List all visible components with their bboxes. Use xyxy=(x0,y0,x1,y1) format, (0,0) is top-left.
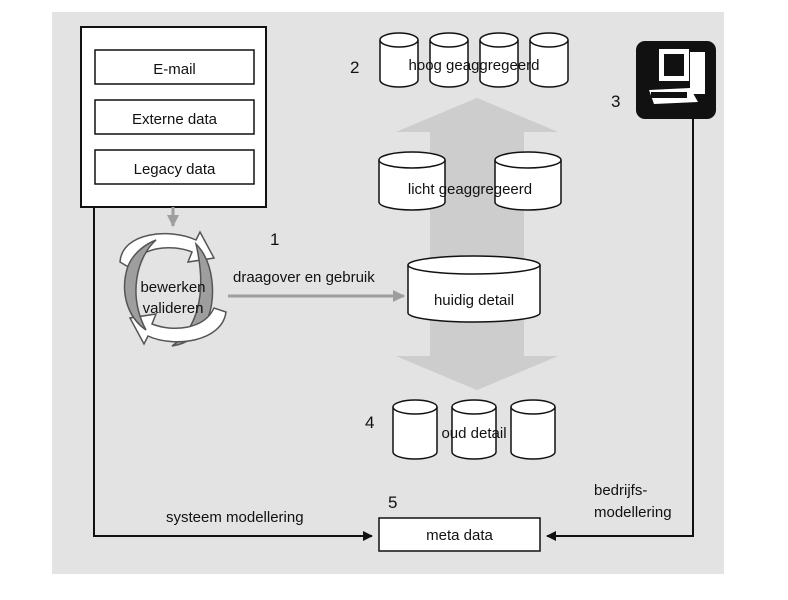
process-label-valideren: valideren xyxy=(143,300,204,317)
legacy-source-box xyxy=(94,149,255,185)
light-aggregated-store xyxy=(378,151,562,211)
system-modelling-connector xyxy=(93,207,373,541)
email-source-label: E-mail xyxy=(153,61,196,78)
old-detail-label: oud detail xyxy=(441,425,506,442)
step-number-3: 3 xyxy=(611,92,620,111)
cylinder xyxy=(494,151,562,211)
system-modelling-label: systeem modellering xyxy=(166,509,304,526)
current-detail-store xyxy=(407,255,541,323)
cylinder xyxy=(429,32,469,88)
current-detail-label: huidig detail xyxy=(434,292,514,309)
old-detail-store xyxy=(392,399,556,460)
step-number-2: 2 xyxy=(350,58,359,77)
cylinder xyxy=(378,151,446,211)
computer-icon xyxy=(636,41,716,119)
cylinder xyxy=(451,399,497,460)
step-number-5: 5 xyxy=(388,493,397,512)
business-modelling-label-2: modellering xyxy=(594,504,672,521)
high-aggregated-label: hoog geaggregeerd xyxy=(409,57,540,74)
external-source-label: Externe data xyxy=(132,111,218,128)
meta-data-label: meta data xyxy=(426,527,493,544)
process-label-bewerken: bewerken xyxy=(140,279,205,296)
transfer-label: draagover en gebruik xyxy=(233,269,375,286)
cylinder xyxy=(392,399,438,460)
cycle-arrows-icon xyxy=(119,230,227,347)
high-aggregated-store xyxy=(379,32,569,88)
light-aggregated-label: licht geaggregeerd xyxy=(408,181,532,198)
business-modelling-connector xyxy=(546,119,694,541)
business-modelling-label-1: bedrijfs- xyxy=(594,482,647,499)
meta-data-box xyxy=(378,517,541,552)
external-source-box xyxy=(94,99,255,135)
cylinder xyxy=(479,32,519,88)
email-source-box xyxy=(94,49,255,85)
step-number-1: 1 xyxy=(270,230,279,249)
cylinder xyxy=(510,399,556,460)
legacy-source-label: Legacy data xyxy=(134,161,216,178)
step-number-4: 4 xyxy=(365,413,374,432)
cylinder xyxy=(379,32,419,88)
cylinder xyxy=(529,32,569,88)
